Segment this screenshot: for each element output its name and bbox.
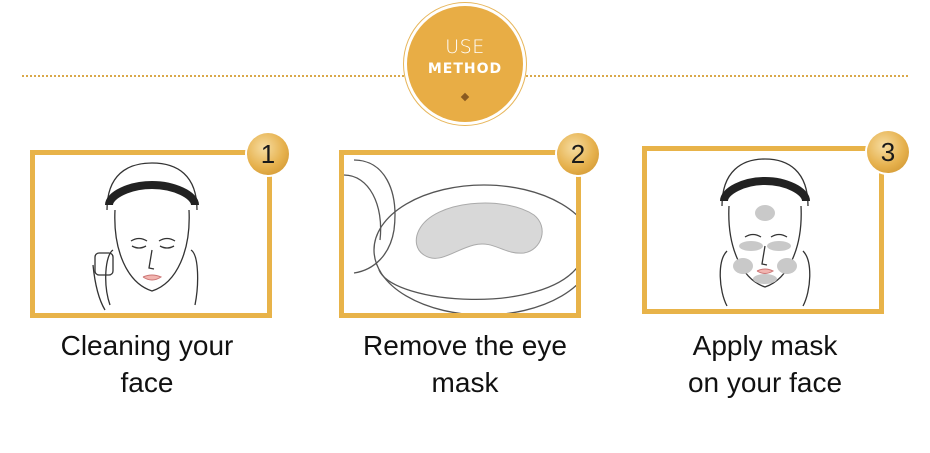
step-2-caption-line1: Remove the eye [363, 330, 567, 361]
badge-main-text: METHOD [427, 61, 503, 77]
step-1-caption-line2: face [120, 367, 174, 398]
face-cleaning-illustration [92, 162, 199, 311]
step-3-frame [642, 146, 884, 314]
step-2-frame [339, 150, 581, 318]
mask-jar-illustration [344, 159, 576, 313]
diamond-icon [460, 92, 470, 102]
step-2-caption-line2: mask [431, 367, 499, 398]
step-3-caption: Apply mask on your face [640, 327, 890, 401]
step-3-caption-line1: Apply mask [692, 330, 838, 361]
step-1-caption: Cleaning your face [22, 327, 272, 401]
step-2-caption: Remove the eye mask [330, 327, 600, 401]
use-method-badge: USE METHOD [407, 6, 523, 122]
step-2-number-badge: 2 [557, 133, 599, 175]
step-1-number-badge: 1 [247, 133, 289, 175]
badge-top-text: USE [445, 36, 485, 58]
step-3-caption-line2: on your face [687, 367, 843, 398]
step-3-number-badge: 3 [867, 131, 909, 173]
step-1-caption-line1: Cleaning your [60, 330, 234, 361]
face-mask-applied-illustration [719, 158, 811, 307]
step-1-frame [30, 150, 272, 318]
